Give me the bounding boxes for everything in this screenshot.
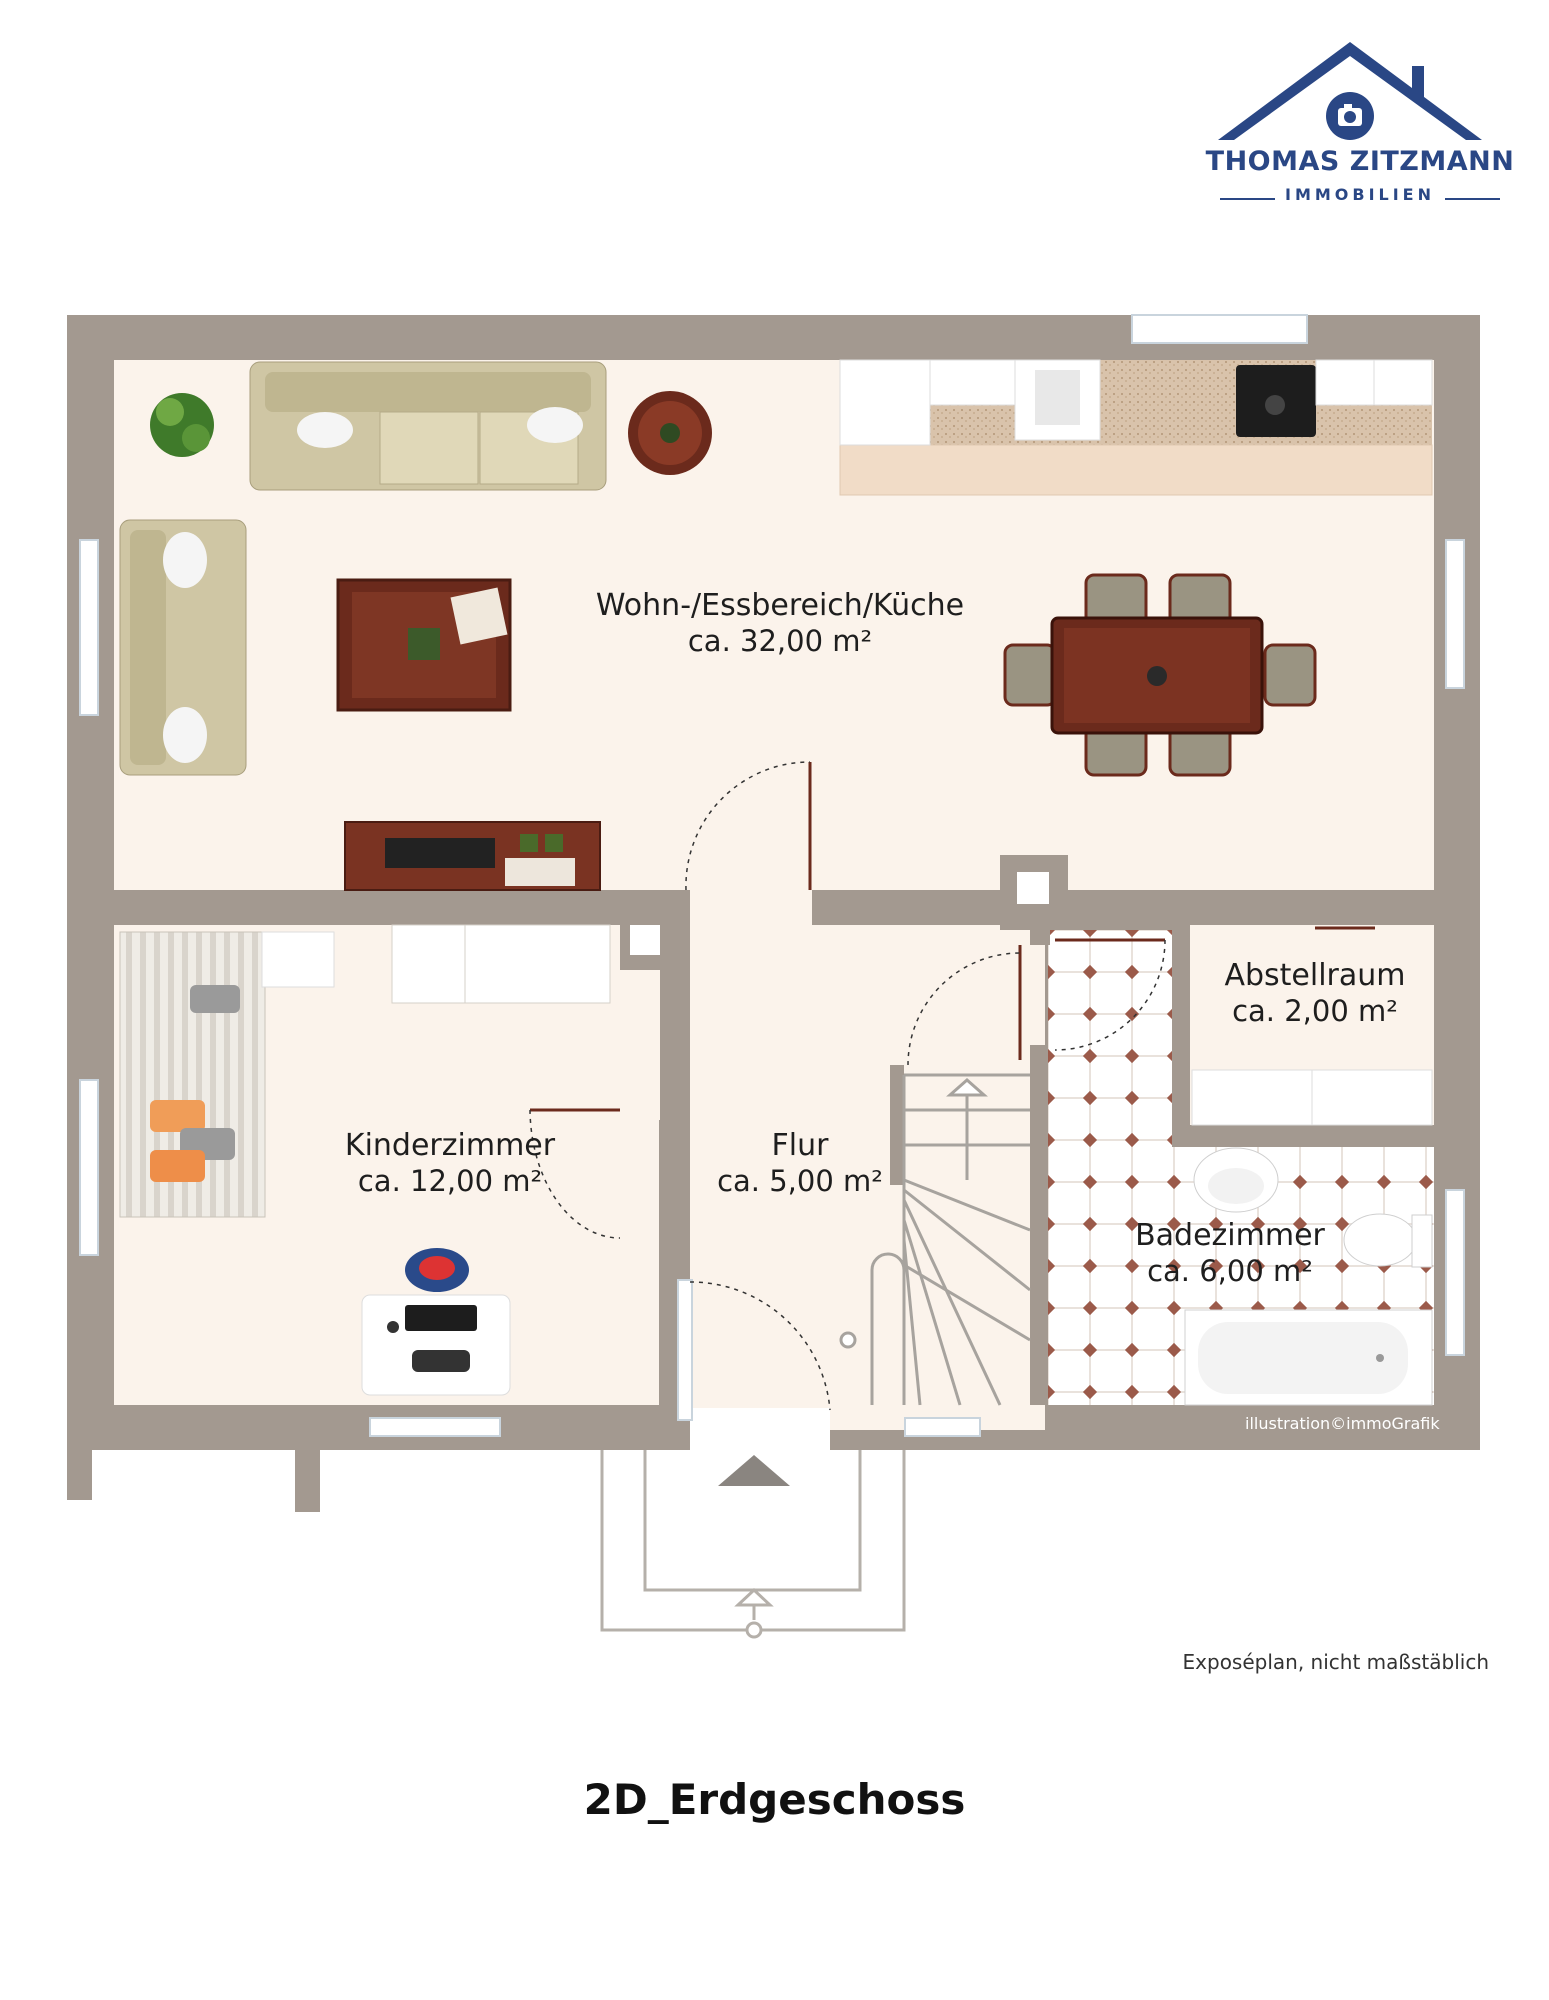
wall-abstell-bath bbox=[1172, 1125, 1434, 1147]
room-name: Abstellraum bbox=[1224, 958, 1406, 993]
bathtub bbox=[1184, 1309, 1433, 1406]
room-label-wohn: Wohn-/Essbereich/Küche ca. 32,00 m² bbox=[560, 588, 1000, 659]
room-area: ca. 32,00 m² bbox=[687, 624, 873, 658]
room-label-flur: Flur ca. 5,00 m² bbox=[700, 1128, 900, 1199]
wall-abstell-left bbox=[1172, 925, 1190, 1140]
storage-shelf bbox=[1191, 1069, 1433, 1126]
sofa-left bbox=[119, 519, 247, 776]
tv-sideboard bbox=[344, 821, 601, 891]
room-label-kinder: Kinderzimmer ca. 12,00 m² bbox=[320, 1128, 580, 1199]
stair-wall bbox=[890, 1065, 904, 1185]
room-area: ca. 2,00 m² bbox=[1232, 994, 1398, 1028]
room-name: Badezimmer bbox=[1135, 1218, 1325, 1253]
toilet bbox=[1343, 1213, 1433, 1268]
brand-line-left bbox=[1220, 198, 1275, 200]
room-area: ca. 6,00 m² bbox=[1147, 1254, 1313, 1288]
entrance-gap-floor bbox=[690, 1400, 830, 1408]
chimney-inner bbox=[1017, 872, 1049, 904]
wall-stub-mid bbox=[295, 1440, 320, 1512]
roof-icon bbox=[1218, 42, 1482, 140]
entrance-gap bbox=[690, 1405, 830, 1450]
room-name: Flur bbox=[771, 1128, 829, 1163]
entrance-arrow bbox=[718, 1455, 790, 1486]
flur-floor bbox=[690, 890, 1045, 1430]
wall-flur-bath bbox=[1030, 1045, 1048, 1405]
wall-stub-left bbox=[67, 1440, 92, 1500]
kitchen-counter bbox=[839, 359, 1433, 496]
desk bbox=[361, 1294, 511, 1396]
room-label-abstell: Abstellraum ca. 2,00 m² bbox=[1195, 958, 1435, 1029]
entrance-steps bbox=[600, 1450, 906, 1639]
night-table bbox=[261, 931, 335, 988]
sofa-top bbox=[249, 361, 607, 491]
staircase bbox=[839, 1073, 1031, 1406]
room-label-bad: Badezimmer ca. 6,00 m² bbox=[1110, 1218, 1350, 1289]
windows bbox=[79, 314, 1465, 1437]
sink bbox=[1193, 1147, 1279, 1213]
dining-chairs bbox=[1003, 573, 1317, 777]
dining-table bbox=[1050, 616, 1264, 735]
brand-subtitle: IMMOBILIEN bbox=[1284, 185, 1435, 204]
wardrobe bbox=[391, 924, 611, 1004]
wall-bath-top-left bbox=[1030, 925, 1050, 945]
wall-abstell-right bbox=[1375, 890, 1435, 925]
coffee-table bbox=[336, 578, 512, 712]
bed bbox=[119, 931, 266, 1218]
plan-title: 2D_Erdgeschoss bbox=[583, 1775, 966, 1824]
desk-chair bbox=[405, 1248, 469, 1292]
doors bbox=[529, 761, 1375, 1411]
plant-icon bbox=[150, 393, 214, 457]
illustration-credit: illustration©immoGrafik bbox=[1245, 1414, 1440, 1433]
wall-living-kinder bbox=[114, 890, 686, 925]
scale-note: Exposéplan, nicht maßstäblich bbox=[1182, 1650, 1489, 1674]
side-table-icon bbox=[628, 391, 712, 475]
brand-name: THOMAS ZITZMANN bbox=[1205, 146, 1515, 177]
company-logo bbox=[1218, 42, 1482, 140]
room-area: ca. 12,00 m² bbox=[357, 1164, 543, 1198]
wall-kinder-corner-inner bbox=[630, 925, 660, 955]
room-name: Kinderzimmer bbox=[344, 1128, 556, 1163]
room-area: ca. 5,00 m² bbox=[717, 1164, 883, 1198]
room-name: Wohn-/Essbereich/Küche bbox=[595, 588, 965, 623]
brand-line-right bbox=[1445, 198, 1500, 200]
